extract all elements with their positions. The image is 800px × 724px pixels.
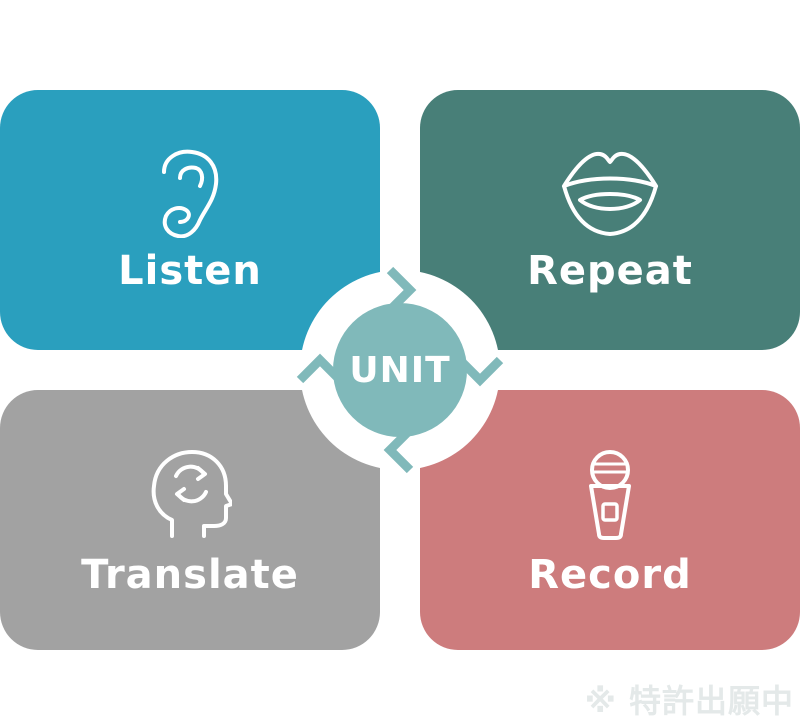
repeat-card: Repeat [420,90,800,350]
unit-circle: UNIT [333,303,467,437]
mouth-icon [562,151,658,236]
record-card: Record [420,390,800,650]
microphone-icon [589,450,631,540]
translate-label: Translate [81,552,299,598]
listen-card: Listen [0,90,380,350]
head-cycle-icon [151,450,232,538]
unit-label: UNIT [349,350,451,391]
repeat-label: Repeat [527,248,693,294]
listen-label: Listen [118,248,262,294]
ear-icon [162,149,219,238]
patent-pending-note: ※ 特許出願中 [584,682,794,720]
translate-card: Translate [0,390,380,650]
record-label: Record [528,552,692,598]
